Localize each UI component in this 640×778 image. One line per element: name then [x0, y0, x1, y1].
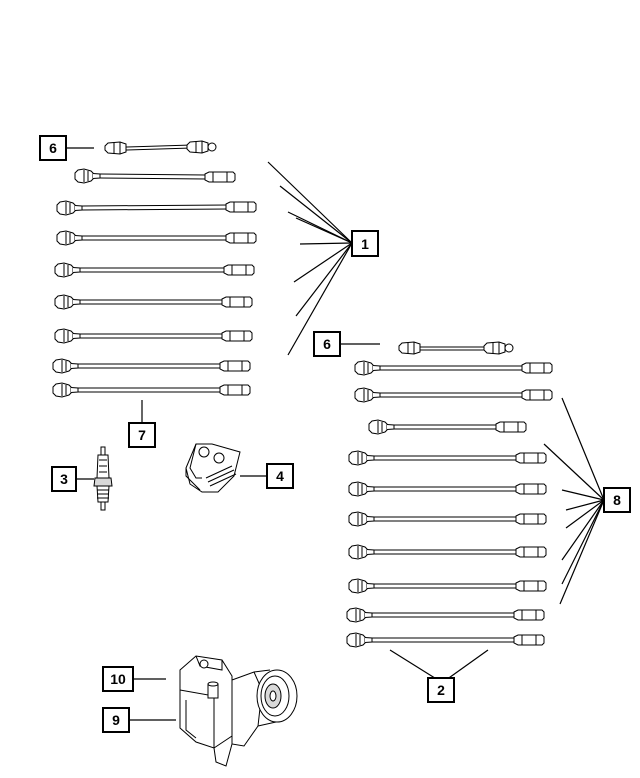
- spark-plug-wire-right-10: [346, 632, 545, 648]
- callout-4: 4: [240, 463, 294, 489]
- callout-1: 1: [351, 230, 379, 257]
- spark-plug-wire-right-9: [346, 607, 545, 623]
- spark-plug-wire-right-5: [348, 481, 547, 497]
- spark-plug-wire-left-2: [56, 200, 257, 216]
- left-wire-set: [52, 140, 257, 398]
- callout-9: 9: [102, 707, 176, 733]
- spark-plug-wire-right-4: [348, 450, 547, 466]
- spark-plug-wire-left-1: [74, 168, 236, 184]
- spark-plug-wire-right-2: [354, 387, 553, 403]
- callout-7: 7: [128, 400, 156, 448]
- spark-plug-wire-left-6: [54, 328, 253, 344]
- coil-wire-left: [104, 140, 217, 155]
- callout-3: 3: [51, 466, 94, 492]
- wire-separator-clip: [185, 443, 241, 493]
- svg-text:10: 10: [110, 671, 126, 687]
- callout-10: 10: [102, 666, 166, 692]
- spark-plug-wire-right-7: [348, 544, 547, 560]
- spark-plug-wire-left-5: [54, 294, 253, 310]
- svg-text:7: 7: [138, 427, 146, 443]
- svg-text:4: 4: [276, 468, 284, 484]
- spark-plug: [93, 446, 113, 511]
- callout-1-leaders: [267, 161, 353, 356]
- svg-text:6: 6: [323, 336, 331, 352]
- coil-wire-right: [398, 341, 514, 355]
- callout-6-left: 6: [39, 135, 94, 161]
- spark-plug-wire-left-8: [52, 382, 251, 398]
- spark-plug-wire-left-4: [54, 262, 255, 278]
- callout-8: 8: [603, 487, 631, 513]
- ignition-coil-assembly: [179, 655, 298, 767]
- spark-plug-wire-right-6: [348, 511, 547, 527]
- svg-text:1: 1: [361, 236, 369, 252]
- svg-text:3: 3: [60, 471, 68, 487]
- svg-text:6: 6: [49, 140, 57, 156]
- spark-plug-wire-left-7: [52, 358, 251, 374]
- spark-plug-wire-right-3: [368, 419, 527, 435]
- spark-plug-wire-right-8: [348, 578, 547, 594]
- callout-2: 2: [389, 649, 489, 703]
- callout-8-leaders: [543, 397, 605, 605]
- right-wire-set: [346, 341, 553, 648]
- svg-text:9: 9: [112, 712, 120, 728]
- svg-text:2: 2: [437, 682, 445, 698]
- spark-plug-wire-right-1: [354, 360, 553, 376]
- svg-text:8: 8: [613, 492, 621, 508]
- spark-plug-wire-left-3: [56, 230, 257, 246]
- callout-6-right: 6: [313, 331, 380, 357]
